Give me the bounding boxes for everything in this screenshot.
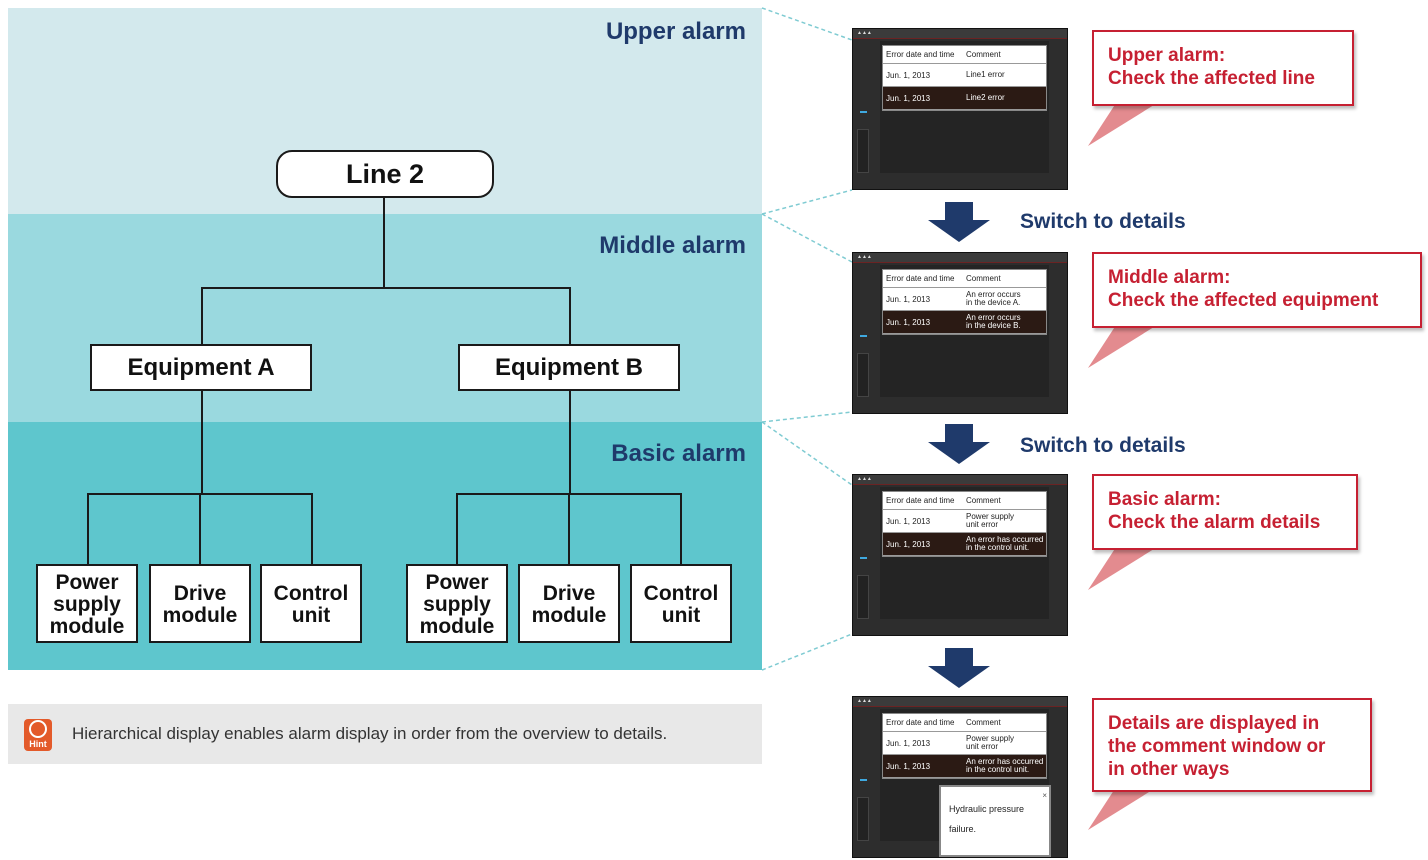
tree-connector [201, 287, 571, 289]
upper-alarm-label: Upper alarm [605, 18, 746, 45]
upper-alarm-screen: ▲▲▲ Error date and time Comment Jun. 1, 2… [852, 28, 1068, 190]
comment-column-header: Comment [966, 717, 1001, 727]
drive-module-node-b: Drive module [518, 564, 620, 643]
date-column-header: Error date and time [886, 496, 955, 505]
comment-window-line-2: failure. [949, 824, 977, 834]
down-arrow-icon [928, 424, 990, 464]
comment-column-header: Comment [966, 495, 1001, 505]
comment-column-header: Comment [966, 273, 1001, 283]
tree-connector [456, 493, 458, 565]
tree-connector [311, 493, 313, 565]
equipment-a-node: Equipment A [90, 344, 312, 391]
tree-connector [569, 287, 571, 345]
hint-icon-label: Hint [29, 739, 47, 749]
brand-logo-icon: ▲▲▲ [857, 698, 872, 704]
comment-column-header: Comment [966, 49, 1001, 59]
middle-alarm-callout: Middle alarm: Check the affected equipme… [1092, 252, 1422, 328]
switch-to-details-label: Switch to details [1020, 434, 1186, 457]
callout-tail [1088, 544, 1162, 590]
hint-text: Hierarchical display enables alarm displ… [72, 724, 668, 743]
hint-lightbulb-icon: Hint [24, 719, 52, 751]
date-column-header: Error date and time [886, 50, 955, 59]
brand-logo-icon: ▲▲▲ [857, 476, 872, 482]
control-unit-node-a: Control unit [260, 564, 362, 643]
date-column-header: Error date and time [886, 718, 955, 727]
line-2-node: Line 2 [276, 150, 494, 198]
basic-alarm-label: Basic alarm [611, 440, 746, 467]
tree-connector [201, 390, 203, 494]
close-icon[interactable]: × [1042, 791, 1047, 800]
tree-connector [87, 493, 89, 565]
tree-connector [680, 493, 682, 565]
callout-tail [1088, 100, 1162, 146]
callout-tail [1088, 784, 1162, 830]
middle-alarm-label: Middle alarm [599, 232, 746, 259]
switch-to-details-label: Switch to details [1020, 210, 1186, 233]
details-callout: Details are displayed in the comment win… [1092, 698, 1372, 792]
tree-connector [199, 493, 201, 565]
tree-connector [569, 390, 571, 494]
down-arrow-icon [928, 202, 990, 242]
upper-alarm-callout: Upper alarm: Check the affected line [1092, 30, 1354, 106]
comment-window: × Hydraulic pressure failure. [939, 785, 1051, 857]
callout-tail [1088, 322, 1162, 368]
power-supply-module-node-b: Power supply module [406, 564, 508, 643]
power-supply-module-node-a: Power supply module [36, 564, 138, 643]
tree-connector [568, 493, 570, 565]
drive-module-node-a: Drive module [149, 564, 251, 643]
equipment-b-node: Equipment B [458, 344, 680, 391]
date-column-header: Error date and time [886, 274, 955, 283]
tree-connector [201, 287, 203, 345]
middle-alarm-screen: ▲▲▲ Error date and time Comment Jun. 1, 2… [852, 252, 1068, 414]
brand-logo-icon: ▲▲▲ [857, 254, 872, 260]
details-screen: ▲▲▲ Error date and time Comment Jun. 1, 2… [852, 696, 1068, 858]
hint-bar: Hint Hierarchical display enables alarm … [8, 704, 762, 764]
down-arrow-icon [928, 648, 990, 688]
comment-window-line-1: Hydraulic pressure [949, 804, 1025, 814]
brand-logo-icon: ▲▲▲ [857, 30, 872, 36]
tree-connector [383, 196, 385, 288]
control-unit-node-b: Control unit [630, 564, 732, 643]
basic-alarm-callout: Basic alarm: Check the alarm details [1092, 474, 1358, 550]
basic-alarm-screen: ▲▲▲ Error date and time Comment Jun. 1, 2… [852, 474, 1068, 636]
